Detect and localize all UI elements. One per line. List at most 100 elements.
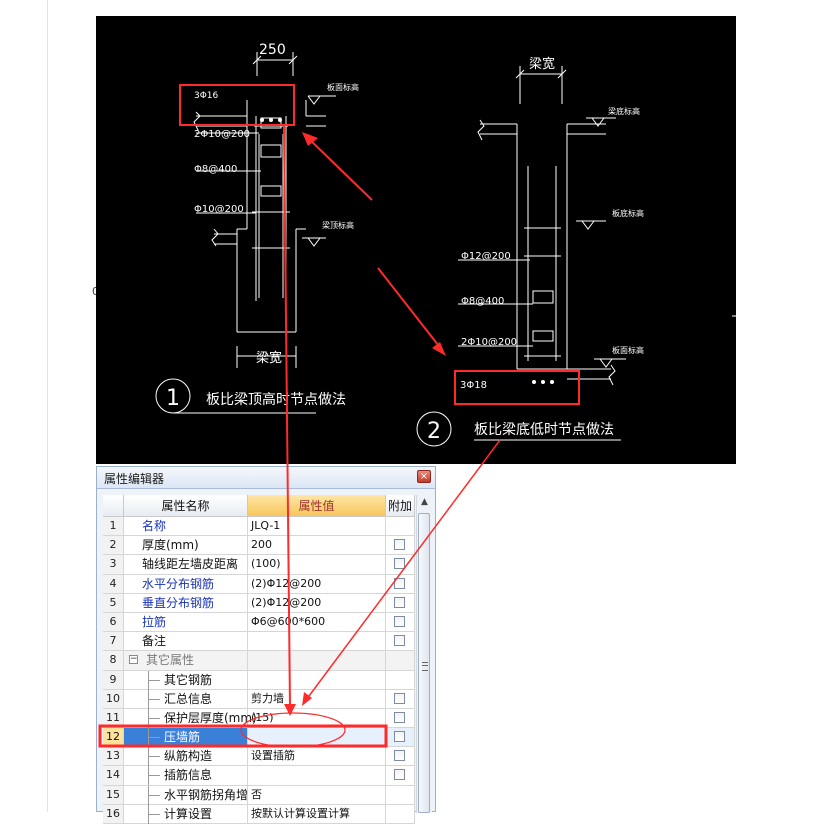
property-name: 压墙筋 [164,730,201,745]
property-value-cell[interactable]: Φ6@600*600 [248,612,386,633]
property-name: 拉筋 [142,614,167,629]
row-number: 5 [103,593,124,613]
property-name: 水平钢筋拐角增 [164,787,249,802]
property-name: 名称 [142,519,167,533]
row-number: 8 [103,651,124,671]
property-name-cell[interactable]: −其它属性 [124,651,248,671]
rebar-2-10-200-left: 2Φ10@200 [194,129,250,140]
rebar-2-10-200-right: 2Φ10@200 [461,337,517,348]
rebar-8-400-right: Φ8@400 [461,296,504,307]
property-value-cell[interactable] [248,651,386,671]
property-name-cell[interactable]: 名称 [124,517,248,537]
extra-cell [386,593,415,613]
tree-connector [148,698,160,700]
property-name-cell[interactable]: 压墙筋 [124,728,248,748]
beam-width-bottom-label: 梁宽 [256,350,282,366]
property-name-cell[interactable]: 水平钢筋拐角增 [124,785,249,805]
row-number: 13 [103,747,124,767]
row-number: 7 [103,632,124,652]
extra-checkbox[interactable] [394,692,405,704]
header-row-number [103,495,124,517]
extra-cell [386,728,415,748]
row-number: 15 [103,785,124,805]
property-value-cell[interactable]: (2)Φ12@200 [248,574,386,594]
extra-checkbox[interactable] [394,750,405,762]
extra-cell [386,766,415,786]
property-name-cell[interactable]: 垂直分布钢筋 [124,593,248,613]
extra-checkbox[interactable] [394,577,405,589]
collapse-icon[interactable]: − [129,654,138,665]
property-value-cell[interactable] [248,766,386,786]
extra-checkbox[interactable] [394,558,405,570]
property-name-cell[interactable]: 汇总信息 [124,689,248,709]
property-name-cell[interactable]: 备注 [124,632,248,652]
table-row[interactable]: 15 水平钢筋拐角增否 [103,785,415,805]
scroll-up-icon[interactable]: ▲ [421,497,428,507]
extra-cell [386,536,415,556]
property-name: 厚度(mm) [142,538,199,553]
rebar-3-18: 3Φ18 [460,380,487,391]
property-name-cell[interactable]: 水平分布钢筋 [124,574,248,594]
property-value-cell[interactable] [248,670,386,690]
extra-checkbox[interactable] [394,711,405,723]
property-value-cell[interactable]: JLQ-1 [248,517,386,537]
property-value-cell[interactable]: 否 [248,785,386,805]
header-extra[interactable]: 附加 [386,495,415,517]
extra-checkbox[interactable] [394,596,405,608]
close-button[interactable]: × [417,470,431,483]
property-value-cell[interactable]: 剪力墙 [248,689,386,709]
extra-cell [386,612,415,633]
extra-checkbox[interactable] [394,731,405,743]
table-row[interactable]: 8−其它属性 [103,651,415,671]
property-name-cell[interactable]: 保护层厚度(mm) [124,708,257,729]
property-value-cell[interactable]: (2)Φ12@200 [248,593,386,613]
extra-cell [386,632,415,652]
property-name-cell[interactable]: 其它钢筋 [124,670,248,690]
property-name-cell[interactable]: 插筋信息 [124,766,248,786]
property-name-cell[interactable]: 厚度(mm) [124,536,248,556]
rebar-10-200-left: Φ10@200 [194,204,244,215]
scroll-thumb[interactable] [418,513,430,813]
header-property-value[interactable]: 属性值 [248,495,386,517]
property-name-cell[interactable]: 轴线距左墙皮距离 [124,555,248,575]
extra-checkbox[interactable] [394,635,405,647]
property-value-cell[interactable]: 200 [248,536,386,556]
property-value-cell[interactable] [248,632,386,652]
property-value-cell[interactable]: (15) [248,708,386,729]
extra-checkbox[interactable] [394,539,405,551]
property-value-cell[interactable]: 设置插筋 [248,747,386,767]
property-value-cell[interactable] [248,728,386,748]
header-property-name[interactable]: 属性名称 [124,495,248,517]
property-name-cell[interactable]: 计算设置 [124,804,248,824]
elev-beam-bottom: 梁底标高 [608,106,640,116]
vertical-scrollbar[interactable]: ▲ [416,495,432,813]
property-value-cell[interactable]: 按默认计算设置计算 [248,804,386,824]
property-name-cell[interactable]: 拉筋 [124,612,248,633]
property-grid-header: 属性名称 属性值 附加 [103,495,415,517]
extra-checkbox[interactable] [394,615,405,627]
tree-connector [148,717,160,719]
extra-cell [386,555,415,575]
extra-cell [386,517,415,537]
rebar-8-400-left: Φ8@400 [194,164,237,175]
property-name-cell[interactable]: 纵筋构造 [124,747,248,767]
extra-cell [386,785,415,805]
property-value-cell[interactable]: (100) [248,555,386,575]
extra-checkbox[interactable] [394,769,405,781]
rebar-12-200: Φ12@200 [461,251,511,262]
